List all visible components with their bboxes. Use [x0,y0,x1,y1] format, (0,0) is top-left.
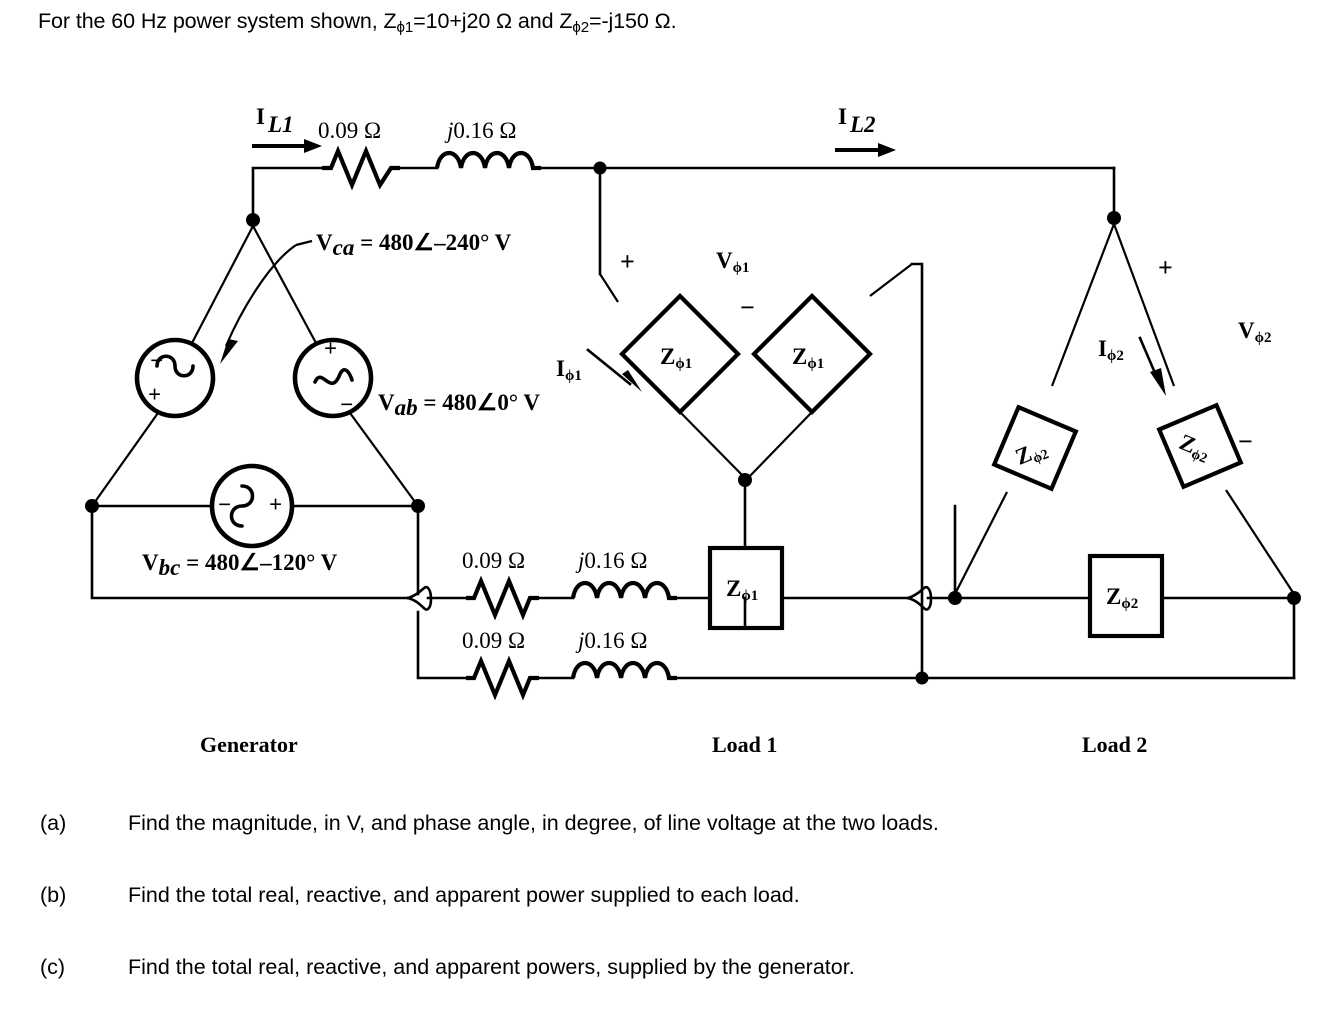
source-vab-waveform [313,368,354,385]
label-vbc: Vbc = 480∠–120° V [142,550,338,580]
source-vca-waveform [155,354,195,378]
question-item-c: (c) Find the total real, reactive, and a… [0,944,1336,1016]
question-item-b: (b) Find the total real, reactive, and a… [0,872,1336,944]
problem-subscript-z1: ϕ1 [396,19,414,37]
arrow-head-iphi2 [1150,368,1166,396]
load2-impedance-c: Zϕ2 [1087,553,1165,639]
load1-impedance-a: Zϕ1 [619,293,741,415]
load1-impedance-a-label: Zϕ1 [660,344,692,372]
resistor-label-line1: 0.09 Ω [318,118,381,143]
resistor-label-mid: 0.09 Ω [462,548,525,573]
node-generator-a [246,213,260,227]
current-label-il1-group: I L1 [252,104,322,153]
source-vbc [209,463,295,549]
inductor-label-bot: j0.16 Ω [575,628,647,653]
load1-current-label: Iϕ1 [556,356,582,384]
problem-text-part2: =10+j20 Ω and Z [413,9,573,33]
inductor-label-line1: j0.16 Ω [444,118,516,143]
problem-statement: For the 60 Hz power system shown, Zϕ1=10… [38,6,1298,43]
current-label-il1: I [256,104,265,129]
resistor-line-bot [466,655,539,701]
source-vab-plus: + [324,336,337,361]
load2-group: Zϕ2 Zϕ2 Zϕ2 Iϕ2 + − Vϕ2 [948,211,1301,680]
questions-list: (a) Find the magnitude, in V, and phase … [0,800,1336,1016]
inductor-label-mid: j0.16 Ω [575,548,647,573]
load2-impedance-b: Zϕ2 [1156,402,1244,490]
arrow-head-il1 [304,139,322,153]
load2-voltage-label: Vϕ2 [1238,318,1272,346]
load1-minus-sign: − [740,293,755,322]
problem-subscript-z2: ϕ2 [572,19,589,37]
resistor-label-bot: 0.09 Ω [462,628,525,653]
problem-text-part3: =-j150 Ω. [588,9,677,33]
caption-load2: Load 2 [1082,732,1147,757]
current-label-il1-sub: L1 [267,112,294,137]
source-vbc-minus: − [218,492,231,517]
circuit-diagram: I L1 0.09 Ω j0.16 Ω I L2 − + + [0,88,1336,768]
caption-load1: Load 1 [712,732,777,757]
load2-minus-sign: − [1238,427,1253,456]
arrow-head-iphi1 [622,370,642,392]
resistor-line-mid [466,575,539,621]
top-line-bus [251,145,1116,276]
question-b-text: Find the total real, reactive, and appar… [128,883,800,907]
source-vab [292,337,374,419]
load1-voltage-label: Vϕ1 [716,248,750,276]
generator-group: − + + − − + Vca = 480∠–240° V Vab = 480∠… [85,213,540,580]
question-c-text: Find the total real, reactive, and appar… [128,955,855,979]
question-b-label: (b) [40,883,67,907]
load2-plus-sign: + [1158,253,1173,282]
load2-current-label: Iϕ2 [1098,336,1124,364]
label-vca: Vca = 480∠–240° V [316,230,512,260]
caption-generator: Generator [200,732,298,757]
question-c-label: (c) [40,955,66,979]
inductor-line-bot [570,660,677,681]
line-bot-group: 0.09 Ω j0.16 Ω [462,628,1296,701]
current-label-il2: I [838,104,847,129]
resistor-line1 [322,145,400,191]
load2-impedance-a: Zϕ2 [991,404,1079,492]
question-item-a: (a) Find the magnitude, in V, and phase … [0,800,1336,872]
source-vca-plus: + [148,382,161,407]
load1-plus-sign: + [620,247,635,276]
generator-output-rails [90,504,468,680]
arrow-head-il2 [878,143,896,157]
source-vca-minus: − [150,348,163,373]
question-a-text: Find the magnitude, in V, and phase angl… [128,811,939,835]
arrow-head-vca [220,339,238,364]
inductor-line-mid [570,580,677,601]
load2-impedance-c-label: Zϕ2 [1106,584,1138,612]
node-load2-apex [1107,211,1121,225]
load2-impedance-b-label: Zϕ2 [1175,429,1214,467]
load1-impedance-b: Zϕ1 [751,293,873,415]
source-vbc-waveform [229,484,255,528]
source-vab-minus: − [340,392,353,417]
load1-impedance-b-label: Zϕ1 [792,344,824,372]
problem-text-part1: For the 60 Hz power system shown, Z [38,9,397,33]
source-vca [134,337,216,419]
label-vab: Vab = 480∠0° V [378,390,540,420]
source-vbc-plus: + [269,492,282,517]
load1-group: Zϕ1 Zϕ1 Zϕ1 Iϕ1 + − Vϕ1 [556,247,924,674]
current-label-il2-sub: L2 [849,112,876,137]
current-label-il2-group: I L2 [835,104,896,157]
question-a-label: (a) [40,811,67,835]
